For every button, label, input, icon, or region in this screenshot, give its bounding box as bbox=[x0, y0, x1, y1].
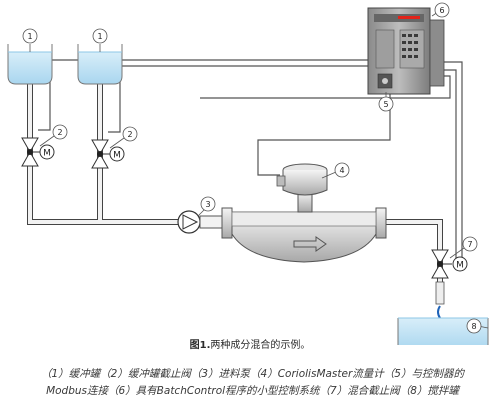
callout-7-label: 7 bbox=[467, 240, 472, 249]
figure-caption: 图1.两种成分混合的示例。 bbox=[0, 336, 500, 351]
callout-7 bbox=[462, 236, 478, 252]
callout-8 bbox=[466, 318, 482, 334]
feed-pump bbox=[177, 210, 201, 234]
callout-1-right bbox=[92, 28, 108, 44]
buffer-tank-right bbox=[77, 44, 123, 85]
callout-2-right-label: 2 bbox=[127, 130, 132, 139]
mixing-shutoff-valve: M bbox=[431, 249, 468, 279]
callout-1-right-label: 1 bbox=[97, 32, 102, 41]
component-legend: （1）缓冲罐（2）缓冲罐截止阀（3）进料泵（4）CoriolisMaster流量… bbox=[30, 366, 475, 400]
callout-4 bbox=[334, 162, 350, 178]
figure-caption-text: 两种成分混合的示例。 bbox=[210, 340, 311, 351]
shutoff-valve-right: M bbox=[91, 139, 125, 169]
callouts bbox=[22, 2, 489, 334]
valve-motor-label-right: M bbox=[113, 151, 121, 161]
callout-8-label: 8 bbox=[471, 322, 476, 331]
callout-5 bbox=[378, 96, 394, 112]
legend-line-1: （1）缓冲罐（2）缓冲罐截止阀（3）进料泵（4）CoriolisMaster流量… bbox=[41, 368, 464, 380]
callout-6 bbox=[434, 2, 450, 18]
callout-2-left-label: 2 bbox=[57, 128, 62, 137]
mixing-process-diagram: M M bbox=[7, 2, 489, 345]
legend-line-2: Modbus连接（6）具有BatchControl程序的小型控制系统（7）混合截… bbox=[46, 385, 459, 397]
valve-motor-label-mixing: M bbox=[456, 261, 464, 271]
shutoff-valve-left: M bbox=[21, 137, 55, 167]
callout-1-left bbox=[22, 28, 38, 44]
callout-5-label: 5 bbox=[383, 100, 388, 109]
callout-2-left bbox=[52, 124, 68, 140]
callout-2-right bbox=[122, 126, 138, 142]
coriolis-flowmeter bbox=[199, 163, 387, 263]
callout-3-label: 3 bbox=[205, 200, 210, 209]
callout-1-left-label: 1 bbox=[27, 32, 32, 41]
pipe-network bbox=[27, 79, 443, 303]
callout-3 bbox=[200, 196, 216, 212]
callout-6-label: 6 bbox=[439, 6, 444, 15]
stirring-tank bbox=[397, 317, 489, 345]
figure-caption-label: 图1. bbox=[189, 340, 211, 351]
small-controller bbox=[367, 7, 445, 95]
callout-4-label: 4 bbox=[339, 166, 344, 175]
valve-motor-label-left: M bbox=[43, 149, 51, 159]
